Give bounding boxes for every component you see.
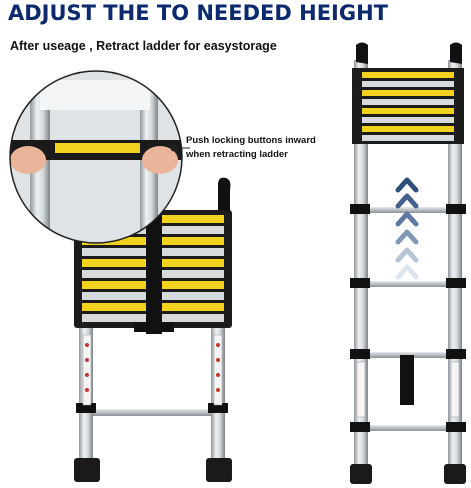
zoom-circle [9, 70, 190, 244]
upper-stack [352, 68, 464, 144]
ladder-foot [206, 458, 232, 482]
callout-dot [170, 144, 178, 152]
up-arrow-chevron-icon [395, 177, 419, 280]
ladder-foot [350, 464, 372, 484]
storage-strap [146, 204, 162, 334]
strap-buckle [134, 322, 174, 332]
ladder-foot [444, 464, 466, 484]
storage-strap [400, 355, 414, 405]
locking-button-callout: Push locking buttons inward when retract… [186, 134, 336, 162]
callout-line-1: Push locking buttons inward [186, 135, 316, 146]
bottom-rung [93, 409, 211, 416]
warning-sticker [356, 361, 366, 418]
page-title: ADJUST THE TO NEEDED HEIGHT [8, 1, 389, 25]
extended-ladder [350, 42, 466, 484]
ladder-foot [74, 458, 100, 482]
top-hook [450, 42, 462, 64]
top-hook [356, 42, 368, 64]
callout-line-2: when retracting ladder [186, 149, 288, 160]
warning-sticker [82, 334, 92, 406]
page-subtitle: After useage , Retract ladder for easyst… [10, 39, 277, 53]
warning-sticker [450, 361, 460, 418]
rung-collar [208, 403, 228, 413]
rung-collar [76, 403, 96, 413]
upper-rungs [362, 72, 454, 141]
warning-sticker [213, 334, 223, 406]
top-hook [218, 177, 231, 212]
